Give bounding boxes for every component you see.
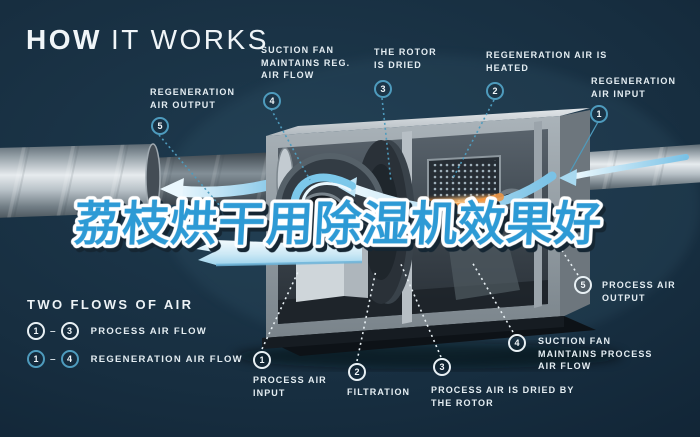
leader-regen-3 xyxy=(381,97,392,183)
step-badge-regen-4: 4 xyxy=(263,92,281,110)
leader-process-4 xyxy=(471,261,514,333)
regeneration-input-ribbon xyxy=(573,154,689,179)
callout-label-suction-fan-reg: SUCTION FAN MAINTAINS REG. AIR FLOW xyxy=(261,45,351,81)
page-title: HOW IT WORKS xyxy=(26,24,269,56)
legend-row-label: PROCESS AIR FLOW xyxy=(90,325,208,337)
step-badge-regen-3: 3 xyxy=(374,80,392,98)
leader-regen-5 xyxy=(158,134,221,207)
legend-badge-from: 1 xyxy=(27,350,45,368)
callout-label-regeneration-air-output: REGENERATION AIR OUTPUT xyxy=(150,87,236,110)
callout-label-process-air-output: PROCESS AIR OUTPUT xyxy=(602,280,676,303)
step-badge-process-5: 5 xyxy=(574,276,592,294)
process-flow-ribbon xyxy=(196,240,362,265)
leader-lines xyxy=(158,97,599,362)
leader-regen-1 xyxy=(569,121,599,173)
callout-label-regeneration-air-heated: REGENERATION AIR IS HEATED xyxy=(486,50,608,73)
air-flow-ribbons xyxy=(196,154,689,267)
heated-flow-segment xyxy=(426,193,504,213)
callout-label-rotor-is-dried: THE ROTOR IS DRIED xyxy=(374,47,437,70)
leader-regen-2 xyxy=(451,99,495,181)
machine-base-skirt xyxy=(262,316,564,349)
legend-badge-to: 4 xyxy=(60,350,79,368)
step-badge-process-1: 1 xyxy=(253,351,271,369)
machine-side-face xyxy=(560,110,590,318)
step-badge-process-2: 2 xyxy=(348,363,366,381)
callout-label-regeneration-air-input: REGENERATION AIR INPUT xyxy=(591,76,677,99)
interior-panel xyxy=(448,234,520,300)
legend-heading: TWO FLOWS OF AIR xyxy=(27,297,194,312)
machine-top-face xyxy=(266,108,590,136)
callout-label-suction-fan-process: SUCTION FAN MAINTAINS PROCESS AIR FLOW xyxy=(538,336,653,372)
legend-row-label: REGENERATION AIR FLOW xyxy=(90,353,243,365)
legend-dash: – xyxy=(50,353,56,365)
title-word-bold: HOW xyxy=(26,24,102,55)
callout-label-filtration: FILTRATION xyxy=(347,387,411,397)
step-badge-process-3: 3 xyxy=(433,358,451,376)
legend-dash: – xyxy=(50,325,56,337)
legend-badge-from: 1 xyxy=(27,322,45,340)
leader-process-3 xyxy=(399,261,442,358)
legend-row-regeneration: 1 – 4 REGENERATION AIR FLOW xyxy=(27,350,243,368)
partition-wall-right xyxy=(534,121,542,308)
caption-overlay-text: 荔枝烘干用除湿机效果好 xyxy=(73,197,604,252)
callout-label-process-air-dried: PROCESS AIR IS DRIED BY THE ROTOR xyxy=(431,385,575,408)
callout-label-process-air-input: PROCESS AIR INPUT xyxy=(253,375,327,398)
leader-regen-4 xyxy=(270,108,311,181)
flow-arrowhead-left-duct xyxy=(160,178,184,199)
legend-badge-to: 3 xyxy=(60,322,79,340)
step-badge-regen-2: 2 xyxy=(486,82,504,100)
leader-process-2 xyxy=(356,269,377,362)
step-badge-process-4: 4 xyxy=(508,334,526,352)
legend-row-process: 1 – 3 PROCESS AIR FLOW xyxy=(27,322,207,340)
step-badge-regen-5: 5 xyxy=(151,117,169,135)
step-badge-regen-1: 1 xyxy=(590,105,608,123)
title-word-light: IT WORKS xyxy=(110,24,269,55)
